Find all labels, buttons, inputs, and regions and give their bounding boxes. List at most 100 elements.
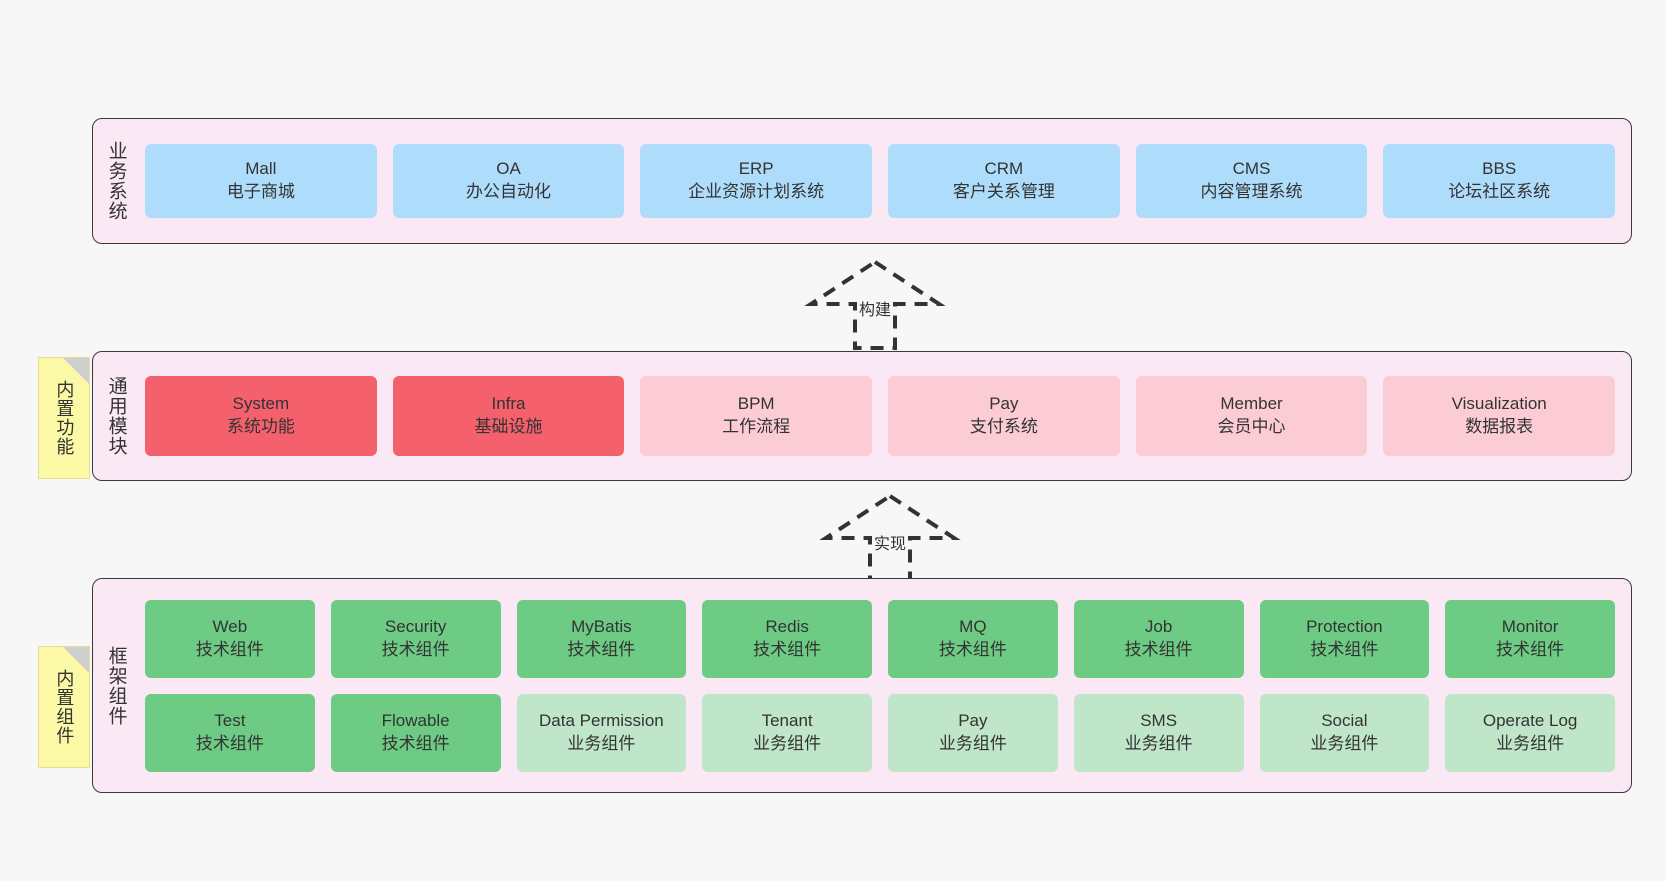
- layer-common-body: System 系统功能 Infra 基础设施 BPM 工作流程 Pay 支付系统…: [139, 352, 1631, 480]
- module-bpm-name: BPM: [737, 394, 775, 414]
- component-mybatis[interactable]: MyBatis 技术组件: [516, 599, 687, 678]
- component-mq-desc: 技术组件: [938, 639, 1007, 659]
- implement-arrow-label: 实现: [873, 536, 906, 553]
- module-system-name: System: [232, 394, 290, 414]
- note-fold-corner-icon: [63, 358, 89, 384]
- implement-arrow: 实现: [815, 492, 965, 584]
- component-job-name: Job: [1144, 616, 1173, 636]
- module-visualization[interactable]: Visualization 数据报表: [1383, 376, 1616, 456]
- layer-common: 通用模块 System 系统功能 Infra 基础设施 BPM 工作流程 Pay…: [92, 351, 1632, 481]
- layer-framework-title: 框架组件: [105, 645, 127, 726]
- component-flowable-name: Flowable: [381, 710, 450, 730]
- component-web-desc: 技术组件: [195, 639, 264, 659]
- module-mall-name: Mall: [245, 159, 277, 179]
- layer-business-body: Mall 电子商城 OA 办公自动化 ERP 企业资源计划系统 CRM 客户关系…: [139, 119, 1631, 243]
- component-redis[interactable]: Redis 技术组件: [702, 599, 872, 678]
- component-web[interactable]: Web 技术组件: [145, 599, 315, 678]
- build-arrow-label: 构建: [858, 302, 891, 319]
- module-system[interactable]: System 系统功能: [145, 376, 377, 456]
- builtin-component-note: 内置组件: [38, 646, 90, 768]
- component-pay[interactable]: Pay 业务组件: [888, 693, 1058, 772]
- module-infra-name: Infra: [491, 394, 526, 414]
- component-flowable[interactable]: Flowable 技术组件: [330, 693, 501, 772]
- module-bpm[interactable]: BPM 工作流程: [640, 376, 873, 456]
- module-oa[interactable]: OA 办公自动化: [392, 144, 625, 218]
- module-crm-desc: 客户关系管理: [952, 182, 1055, 201]
- module-oa-desc: 办公自动化: [466, 182, 551, 201]
- component-tenant[interactable]: Tenant 业务组件: [702, 693, 872, 772]
- layer-framework: 框架组件 Web 技术组件 Security 技术组件 MyBatis 技术组件…: [92, 578, 1632, 793]
- layer-framework-row-business: Test 技术组件 Flowable 技术组件 Data Permission …: [145, 693, 1615, 772]
- component-web-name: Web: [212, 616, 248, 636]
- component-security-name: Security: [384, 616, 447, 636]
- component-data-permission-name: Data Permission: [539, 710, 664, 730]
- component-mybatis-desc: 技术组件: [567, 639, 636, 659]
- component-social[interactable]: Social 业务组件: [1259, 693, 1430, 772]
- module-visualization-name: Visualization: [1451, 394, 1547, 414]
- component-sms-name: SMS: [1140, 710, 1178, 730]
- module-cms[interactable]: CMS 内容管理系统: [1135, 144, 1368, 218]
- builtin-component-note-label: 内置组件: [54, 669, 75, 745]
- component-security-desc: 技术组件: [381, 639, 450, 659]
- module-cms-desc: 内容管理系统: [1200, 182, 1303, 201]
- builtin-function-note-label: 内置功能: [54, 380, 75, 456]
- component-monitor-desc: 技术组件: [1496, 639, 1565, 659]
- layer-common-title: 通用模块: [105, 376, 127, 456]
- build-arrow: 构建: [800, 258, 950, 350]
- module-pay[interactable]: Pay 支付系统: [888, 376, 1120, 456]
- component-data-permission[interactable]: Data Permission 业务组件: [516, 693, 687, 772]
- module-pay-desc: 支付系统: [969, 417, 1038, 436]
- module-crm[interactable]: CRM 客户关系管理: [888, 144, 1120, 218]
- build-arrow-shape: [804, 259, 946, 350]
- layer-business-title: 业务系统: [105, 141, 127, 221]
- component-redis-name: Redis: [765, 616, 809, 636]
- module-cms-name: CMS: [1232, 159, 1271, 179]
- component-pay-name: Pay: [958, 710, 988, 730]
- module-bbs-desc: 论坛社区系统: [1448, 182, 1551, 201]
- layer-business-row: Mall 电子商城 OA 办公自动化 ERP 企业资源计划系统 CRM 客户关系…: [145, 144, 1616, 218]
- component-operate-log[interactable]: Operate Log 业务组件: [1445, 693, 1615, 772]
- component-test[interactable]: Test 技术组件: [145, 693, 315, 772]
- component-data-permission-desc: 业务组件: [567, 733, 636, 753]
- module-oa-name: OA: [496, 159, 521, 179]
- layer-framework-body: Web 技术组件 Security 技术组件 MyBatis 技术组件 Redi…: [139, 579, 1631, 792]
- component-protection[interactable]: Protection 技术组件: [1259, 599, 1430, 678]
- layer-framework-row-tech: Web 技术组件 Security 技术组件 MyBatis 技术组件 Redi…: [145, 599, 1615, 678]
- component-test-desc: 技术组件: [195, 733, 264, 753]
- component-operate-log-desc: 业务组件: [1496, 733, 1565, 753]
- module-member-name: Member: [1220, 394, 1283, 414]
- module-member[interactable]: Member 会员中心: [1135, 376, 1368, 456]
- module-crm-name: CRM: [984, 159, 1024, 179]
- module-erp-name: ERP: [738, 159, 774, 179]
- component-sms[interactable]: SMS 业务组件: [1073, 693, 1244, 772]
- component-monitor[interactable]: Monitor 技术组件: [1445, 599, 1615, 678]
- component-operate-log-name: Operate Log: [1482, 710, 1578, 730]
- component-flowable-desc: 技术组件: [381, 733, 450, 753]
- module-bbs-name: BBS: [1482, 159, 1517, 179]
- module-infra[interactable]: Infra 基础设施: [392, 376, 625, 456]
- module-infra-desc: 基础设施: [474, 417, 543, 436]
- module-mall[interactable]: Mall 电子商城: [145, 144, 377, 218]
- component-redis-desc: 技术组件: [753, 639, 822, 659]
- module-system-desc: 系统功能: [226, 417, 295, 436]
- module-visualization-desc: 数据报表: [1465, 417, 1534, 436]
- component-tenant-name: Tenant: [761, 710, 813, 730]
- module-bbs[interactable]: BBS 论坛社区系统: [1383, 144, 1616, 218]
- component-job[interactable]: Job 技术组件: [1073, 599, 1244, 678]
- component-social-name: Social: [1321, 710, 1368, 730]
- component-test-name: Test: [214, 710, 246, 730]
- module-erp[interactable]: ERP 企业资源计划系统: [640, 144, 873, 218]
- component-mq-name: MQ: [959, 616, 987, 636]
- component-job-desc: 技术组件: [1124, 639, 1193, 659]
- layer-common-row: System 系统功能 Infra 基础设施 BPM 工作流程 Pay 支付系统…: [145, 376, 1616, 456]
- builtin-function-note: 内置功能: [38, 357, 90, 479]
- component-tenant-desc: 业务组件: [753, 733, 822, 753]
- module-bpm-desc: 工作流程: [722, 417, 791, 436]
- module-erp-desc: 企业资源计划系统: [688, 182, 825, 201]
- module-pay-name: Pay: [989, 394, 1019, 414]
- component-security[interactable]: Security 技术组件: [330, 599, 501, 678]
- module-member-desc: 会员中心: [1217, 417, 1286, 436]
- component-protection-desc: 技术组件: [1310, 639, 1379, 659]
- component-mq[interactable]: MQ 技术组件: [888, 599, 1058, 678]
